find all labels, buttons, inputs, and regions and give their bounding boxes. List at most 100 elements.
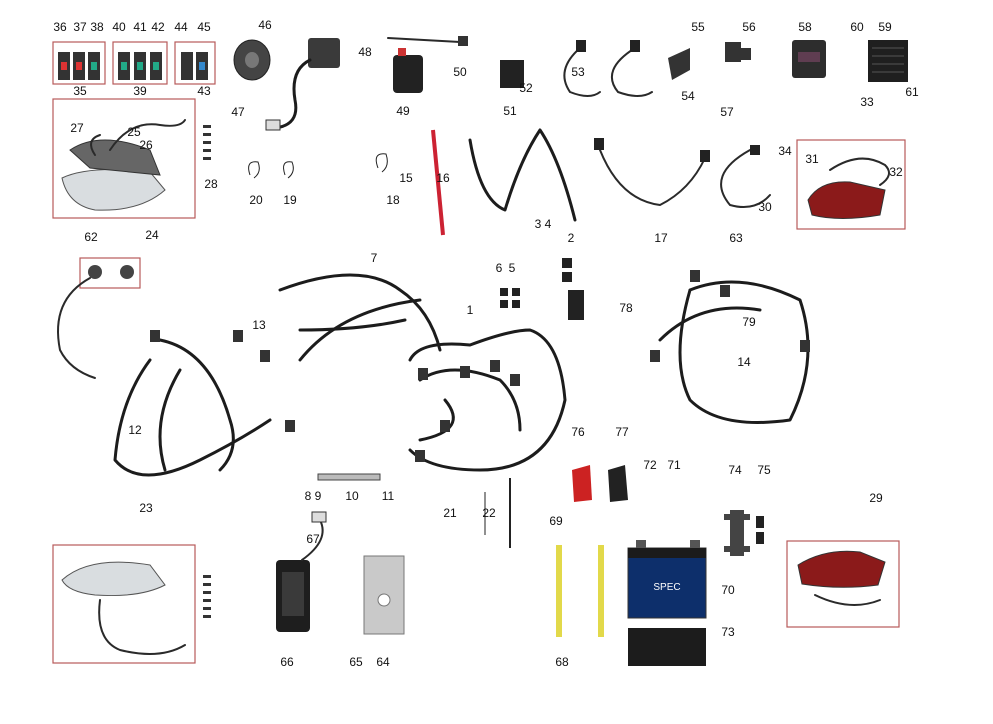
callout-label: 40 (112, 20, 126, 34)
callout-label: 28 (204, 177, 218, 191)
switch-group-39 (112, 41, 168, 85)
callout-label: 64 (376, 655, 390, 669)
callout-label: 19 (283, 193, 297, 207)
switch-group-43 (174, 41, 216, 85)
cover-64 (363, 555, 405, 635)
callout-label: 79 (742, 315, 756, 329)
display-66 (276, 511, 327, 632)
callout-label: 59 (878, 20, 892, 34)
callout-label: 78 (619, 301, 633, 315)
callout-label: 13 (252, 318, 266, 332)
callout-label: 38 (90, 20, 104, 34)
callout-label: 21 (443, 506, 457, 520)
callout-label: 56 (742, 20, 756, 34)
module-58 (792, 40, 826, 78)
callout-label: 55 (691, 20, 705, 34)
callout-label: 49 (396, 104, 410, 118)
callout-label: 51 (503, 104, 517, 118)
callout-label: 45 (197, 20, 211, 34)
cable-17 (594, 138, 710, 207)
callout-label: 54 (681, 89, 695, 103)
cable-16 (468, 128, 577, 222)
terminal-77 (608, 465, 628, 502)
callout-label: 26 (139, 138, 153, 152)
wire-50 (387, 36, 468, 46)
callout-label: 46 (258, 18, 272, 32)
callout-label: 48 (358, 45, 372, 59)
bracket-54 (668, 48, 690, 80)
harness-12 (113, 330, 295, 477)
callout-label: 15 (399, 171, 413, 185)
callout-label: 25 (127, 125, 141, 139)
bracket-74 (724, 510, 750, 556)
callout-label: 63 (729, 231, 743, 245)
callout-label: 24 (145, 228, 159, 242)
callout-label: 3 (535, 217, 542, 231)
cable-63 (720, 145, 771, 208)
callout-label: 9 (315, 489, 322, 503)
callout-label: 65 (349, 655, 363, 669)
headlight-24 (52, 98, 211, 219)
callout-label: 60 (850, 20, 864, 34)
callout-label: 39 (133, 84, 147, 98)
callout-label: 27 (70, 121, 84, 135)
callout-label: 4 (545, 217, 552, 231)
clips (248, 153, 388, 179)
callout-label: 52 (519, 81, 533, 95)
regulator-59 (868, 40, 908, 82)
callout-label: 70 (721, 583, 735, 597)
callout-label: 36 (53, 20, 67, 34)
callout-label: 77 (615, 425, 629, 439)
callout-label: 75 (757, 463, 771, 477)
callout-label: 58 (798, 20, 812, 34)
callout-label: 10 (345, 489, 359, 503)
callout-label: 76 (571, 425, 585, 439)
callout-label: 18 (386, 193, 400, 207)
callout-label: 1 (467, 303, 474, 317)
callout-label: 16 (436, 171, 450, 185)
callout-label: 71 (667, 458, 681, 472)
relay-48 (265, 38, 340, 131)
headlight-23 (52, 544, 211, 664)
strap-68 (556, 545, 604, 637)
tail-light-30 (796, 139, 906, 230)
harness-14 (650, 270, 810, 424)
clip-75 (756, 516, 764, 544)
callout-label: 67 (306, 532, 320, 546)
fuse-block-78 (500, 258, 584, 320)
callout-label: 73 (721, 625, 735, 639)
pad-73 (628, 628, 706, 666)
callout-label: 7 (371, 251, 378, 265)
callout-label: 62 (84, 230, 98, 244)
callout-label: 20 (249, 193, 263, 207)
callout-label: 50 (453, 65, 467, 79)
callout-label: 69 (549, 514, 563, 528)
callout-label: 31 (805, 152, 819, 166)
red-cable-15 (431, 129, 445, 236)
callout-label: 34 (778, 144, 792, 158)
callout-label: 2 (568, 231, 575, 245)
relay-51 (500, 60, 524, 88)
callout-label: 66 (280, 655, 294, 669)
rod-22 (484, 478, 511, 548)
callout-label: 30 (758, 200, 772, 214)
callout-label: 68 (555, 655, 569, 669)
callout-label: 33 (860, 95, 874, 109)
callout-label: 41 (133, 20, 147, 34)
battery-70: SPEC (627, 540, 707, 619)
callout-label: 5 (509, 261, 516, 275)
callout-label: 8 (305, 489, 312, 503)
callout-label: 53 (571, 65, 585, 79)
callout-label: 61 (905, 85, 919, 99)
harness-loom-7 (278, 273, 442, 362)
callout-label: 12 (128, 423, 142, 437)
callout-label: 57 (720, 105, 734, 119)
callout-label: 29 (869, 491, 883, 505)
horn-46 (233, 39, 271, 81)
solenoid-49 (393, 48, 423, 93)
callout-label: 14 (737, 355, 751, 369)
tail-light-29 (786, 540, 900, 628)
callout-label: 44 (174, 20, 188, 34)
